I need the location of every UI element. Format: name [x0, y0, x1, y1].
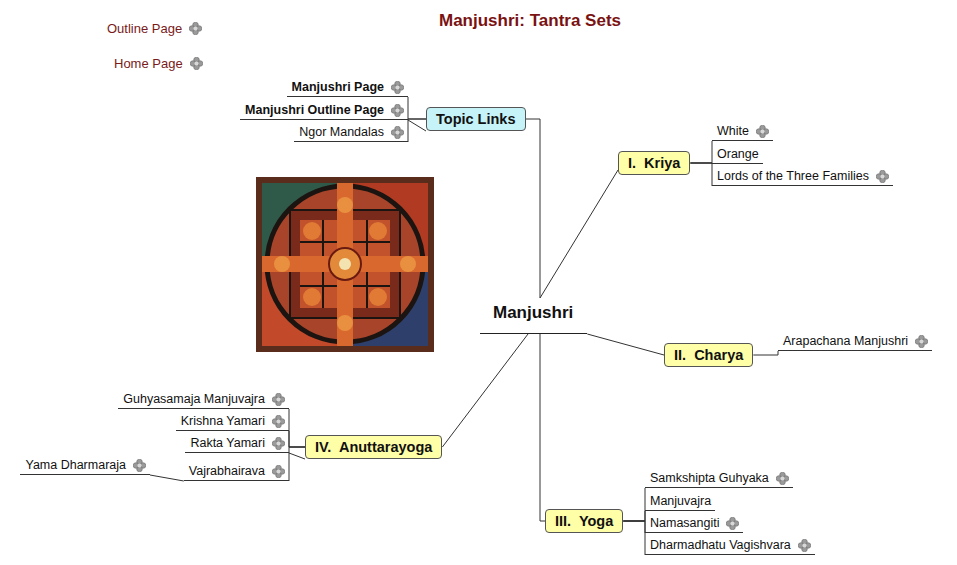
- topic-leaf: Manjushri Outline Page: [240, 103, 408, 120]
- link-icon: [756, 125, 769, 138]
- branch-line: [408, 120, 426, 131]
- node-text: II. Charya: [674, 347, 743, 363]
- topic-leaf: Lords of the Three Families: [712, 169, 893, 186]
- link-icon: [876, 170, 889, 183]
- topic-leaf: Arapachana Manjushri: [778, 334, 932, 351]
- node-text: IV. Anuttarayoga: [315, 439, 432, 455]
- link-icon: [915, 335, 928, 348]
- node-text: Lords of the Three Families: [717, 169, 869, 183]
- topic-leaf: Ngor Mandalas: [294, 125, 408, 142]
- branch-line: [289, 431, 305, 447]
- topic-leaf: Vajrabhairava: [184, 464, 289, 481]
- branch-line: [442, 334, 528, 447]
- node-text: Manjushri Page: [292, 80, 384, 94]
- topic-leaf: Guhyasamaja Manjuvajra: [118, 392, 289, 409]
- branch-line: [753, 351, 778, 355]
- node-text: III. Yoga: [555, 513, 613, 529]
- node-text: I. Kriya: [628, 155, 680, 171]
- topic-leaf: Orange: [712, 147, 763, 164]
- topic-leaf: Manjuvajra: [645, 494, 715, 511]
- branch-line: [623, 521, 645, 533]
- category-box: II. Charya: [664, 343, 753, 367]
- mandala-painting: [256, 177, 434, 352]
- branch-line: [408, 97, 426, 119]
- topic-leaf: Namasangiti: [645, 516, 743, 533]
- category-box: IV. Anuttarayoga: [305, 435, 442, 459]
- link-label: Home Page: [114, 56, 183, 71]
- link-icon: [272, 465, 285, 478]
- branch-line: [623, 488, 645, 521]
- topic-leaf: Samkshipta Guhyaka: [645, 471, 793, 488]
- branch-line: [289, 447, 305, 481]
- node-text: Dharmadhatu Vagishvara: [650, 538, 791, 552]
- link-icon: [133, 459, 146, 472]
- central-topic: Manjushri: [480, 298, 587, 334]
- category-box: I. Kriya: [618, 151, 690, 175]
- node-text: Ngor Mandalas: [299, 125, 384, 139]
- branch-line: [540, 170, 618, 298]
- page-link: Home Page: [114, 56, 203, 71]
- branch-line: [289, 409, 305, 447]
- node-text: Samkshipta Guhyaka: [650, 471, 769, 485]
- branch-line: [587, 334, 664, 355]
- link-icon: [391, 81, 404, 94]
- node-text: Orange: [717, 147, 759, 161]
- category-box: III. Yoga: [545, 509, 623, 533]
- node-text: Vajrabhairava: [189, 464, 265, 478]
- topic-leaf: Dharmadhatu Vagishvara: [645, 538, 815, 555]
- link-label: Outline Page: [107, 21, 182, 36]
- node-text: Yama Dharmaraja: [25, 458, 126, 472]
- branch-line: [540, 334, 545, 521]
- branch-line: [690, 163, 712, 186]
- node-text: Manjushri Outline Page: [245, 103, 384, 117]
- node-text: Arapachana Manjushri: [783, 334, 908, 348]
- branch-line: [623, 521, 645, 555]
- link-icon: [391, 104, 404, 117]
- branch-line: [150, 475, 184, 481]
- node-text: Manjushri: [493, 303, 573, 323]
- node-text: Namasangiti: [650, 516, 719, 530]
- category-box: Topic Links: [426, 107, 526, 131]
- link-icon: [189, 22, 202, 35]
- node-text: Krishna Yamari: [181, 414, 265, 428]
- branch-line: [408, 119, 426, 142]
- branch-line: [690, 141, 712, 163]
- link-icon: [272, 393, 285, 406]
- page-link: Outline Page: [107, 21, 202, 36]
- branch-line: [526, 119, 541, 298]
- topic-leaf: Krishna Yamari: [176, 414, 289, 431]
- topic-leaf: White: [712, 124, 773, 141]
- topic-leaf: Manjushri Page: [287, 80, 408, 97]
- branch-line: [623, 511, 645, 521]
- topic-leaf: Yama Dharmaraja: [20, 458, 150, 475]
- link-icon: [190, 57, 203, 70]
- node-text: Guhyasamaja Manjuvajra: [123, 392, 265, 406]
- link-icon: [391, 126, 404, 139]
- link-icon: [272, 437, 285, 450]
- node-text: Manjuvajra: [650, 494, 711, 508]
- node-text: Topic Links: [436, 111, 516, 127]
- node-text: Rakta Yamari: [190, 436, 265, 450]
- link-icon: [776, 472, 789, 485]
- link-icon: [726, 517, 739, 530]
- node-text: White: [717, 124, 749, 138]
- link-icon: [798, 539, 811, 552]
- topic-leaf: Rakta Yamari: [185, 436, 289, 453]
- branch-line: [289, 453, 305, 459]
- link-icon: [272, 415, 285, 428]
